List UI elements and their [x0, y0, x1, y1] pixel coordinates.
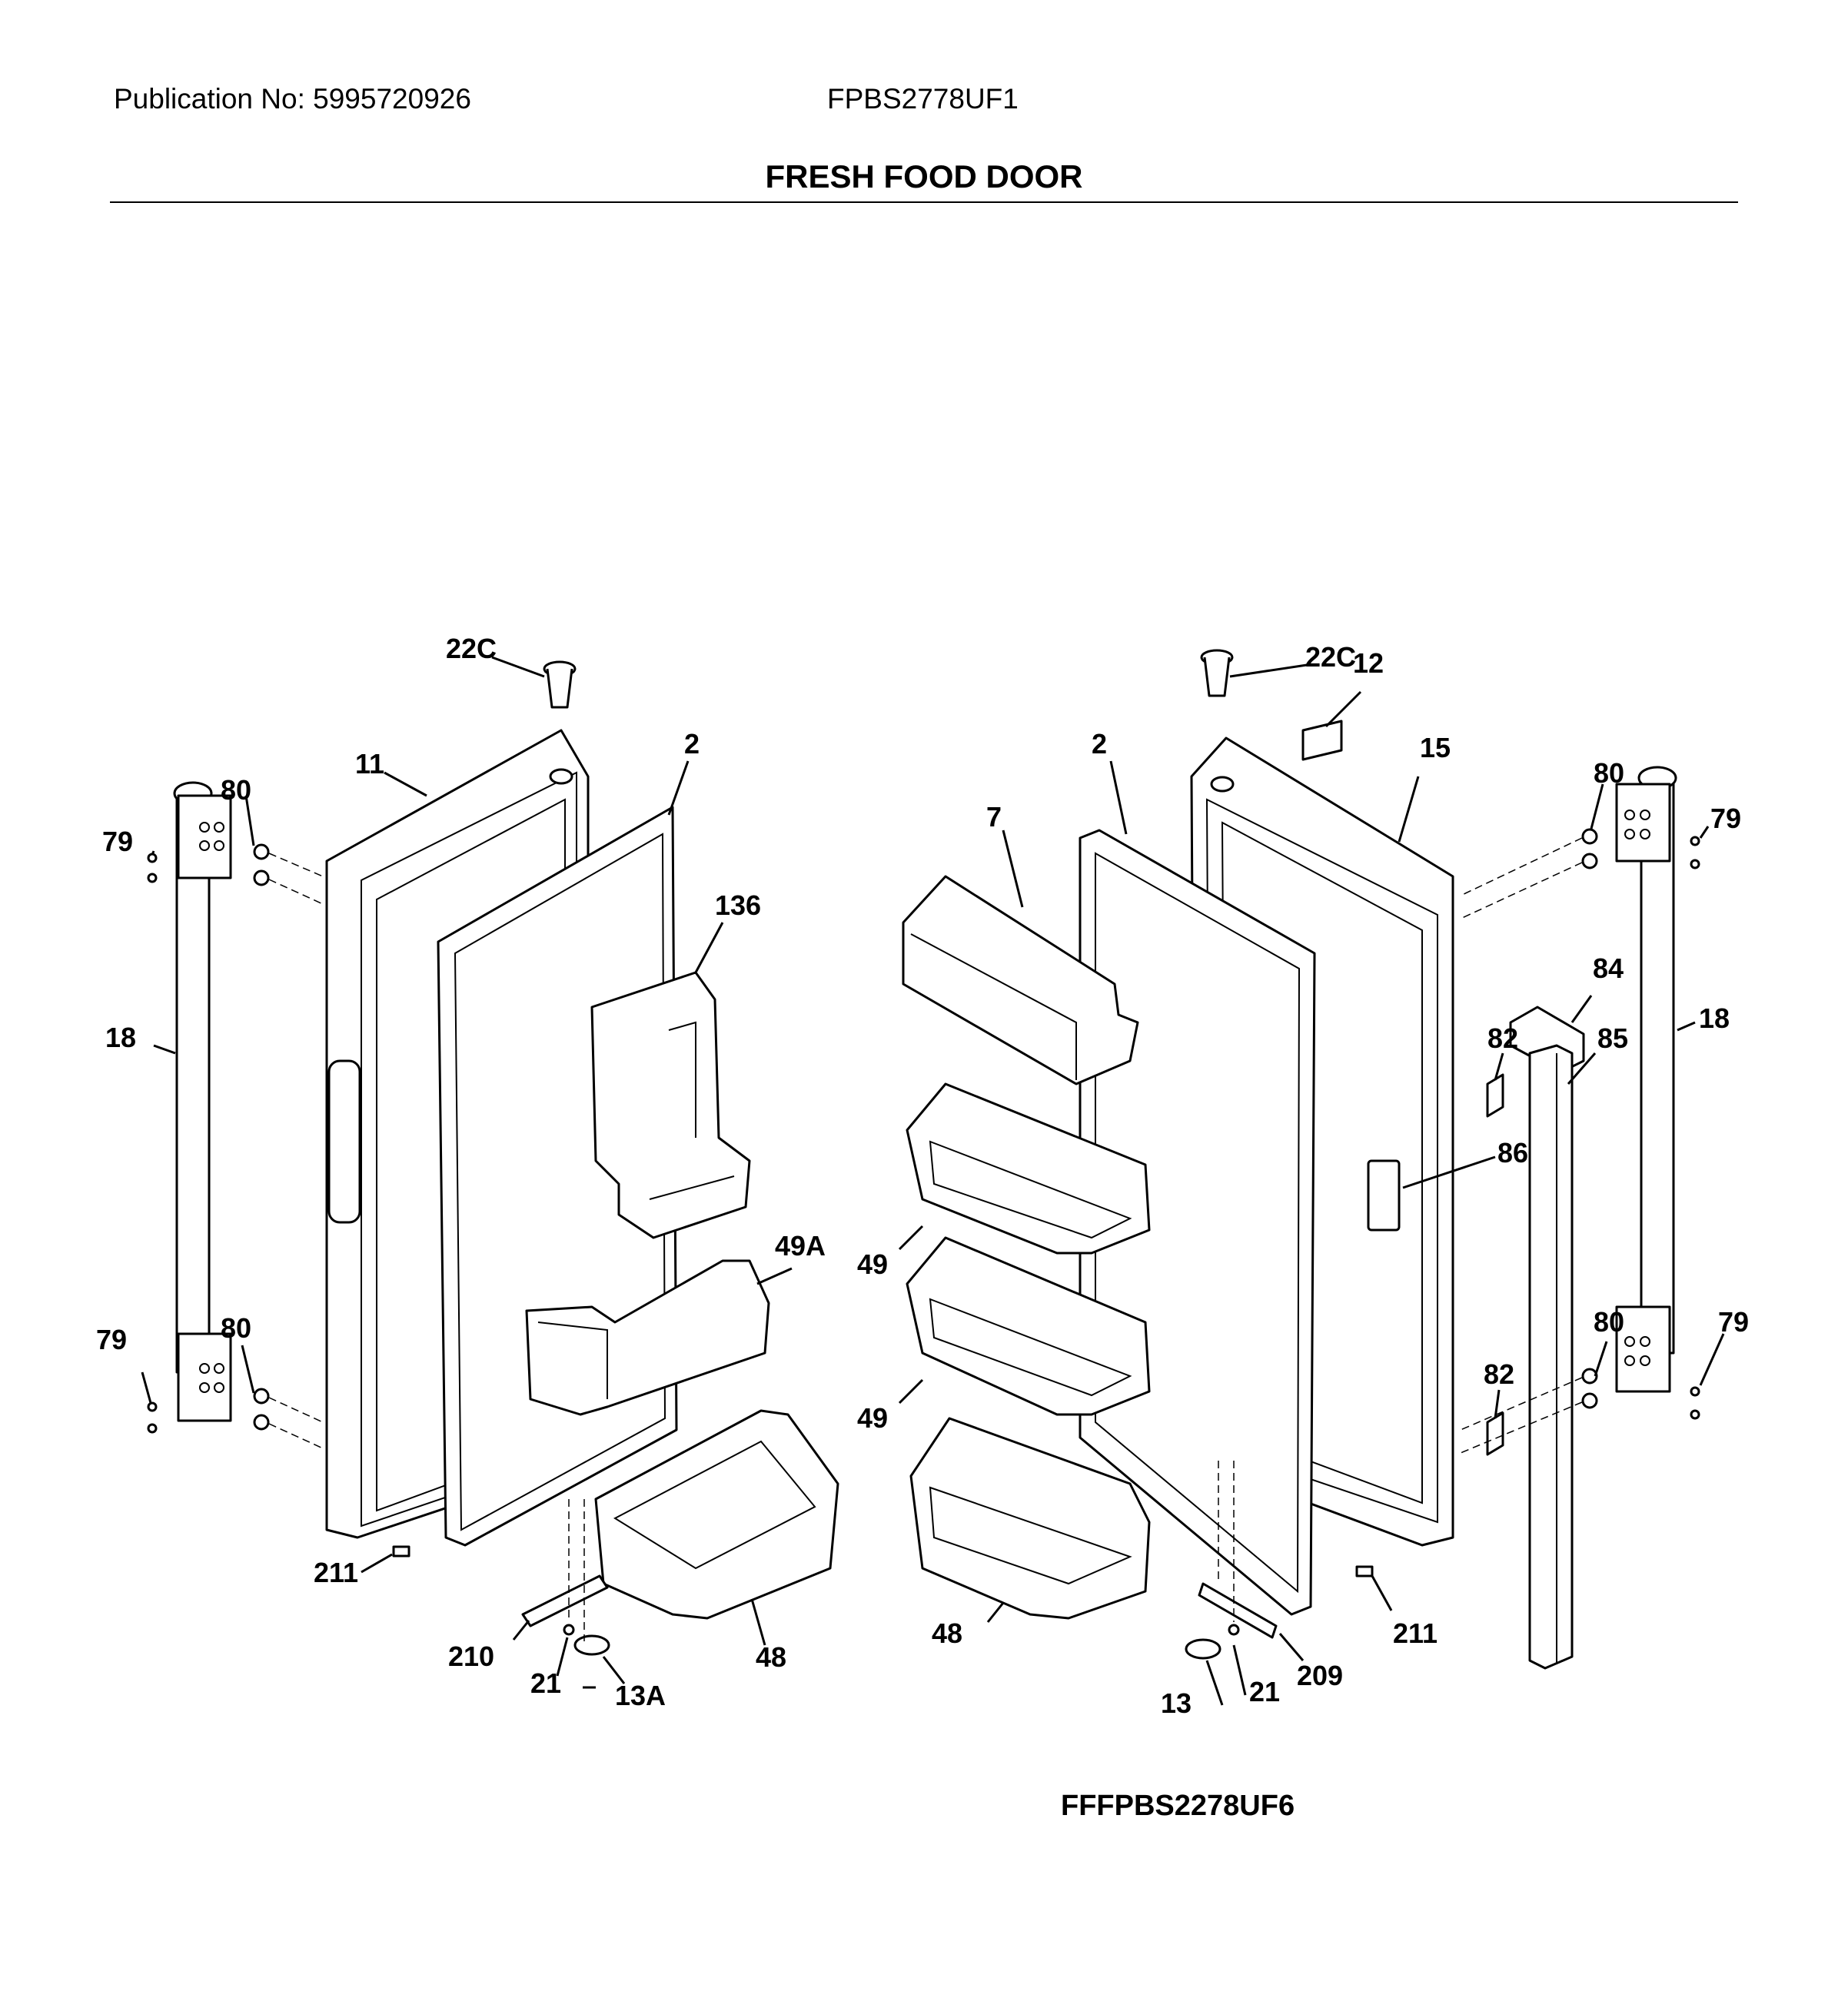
callout-79-bottom-right: 79: [1718, 1306, 1749, 1338]
vertical-mullion: [1528, 1044, 1574, 1670]
callout-12: 12: [1353, 647, 1384, 679]
callout-13a: 13A: [615, 1680, 666, 1711]
callout-49-bottom: 49: [857, 1402, 888, 1434]
callout-48-left: 48: [756, 1641, 786, 1673]
callout-49a: 49A: [775, 1230, 826, 1262]
right-bottom-hinge: [1185, 1461, 1278, 1660]
callout-48-right: 48: [932, 1617, 962, 1649]
left-door-bin-49a: [525, 1259, 770, 1416]
right-hinge-cap: [1200, 649, 1234, 697]
left-door-handle: [173, 781, 232, 1422]
callout-21-left: 21: [530, 1667, 561, 1699]
publication-number: Publication No: 5995720926: [114, 83, 471, 115]
right-door-bin-49-bottom: [906, 1236, 1151, 1416]
callout-13: 13: [1161, 1687, 1192, 1719]
left-door-stop: [392, 1545, 410, 1558]
left-hinge-cap: [543, 660, 577, 709]
callout-labels: 22C 11 2 136 49A 80 79 18 80 79 211 210 …: [96, 633, 1749, 1719]
right-dairy-bin: [902, 875, 1139, 1085]
callout-82-top: 82: [1487, 1022, 1518, 1054]
left-handle-screws: [147, 843, 324, 1449]
callout-80-bottom-right: 80: [1594, 1306, 1624, 1338]
callout-7: 7: [986, 801, 1002, 833]
callout-79-top-left: 79: [102, 826, 133, 857]
callout-79-bottom-left: 79: [96, 1324, 127, 1355]
callout-15: 15: [1420, 732, 1451, 763]
leader-lines: [141, 656, 1725, 1706]
callout-2-left: 2: [684, 728, 700, 760]
callout-211-right: 211: [1393, 1617, 1438, 1649]
callout-11: 11: [355, 748, 384, 780]
upper-clip: [1486, 1073, 1504, 1118]
lower-clip: [1486, 1411, 1504, 1456]
callout-18-right: 18: [1699, 1002, 1730, 1034]
callout-80-top-right: 80: [1594, 757, 1624, 789]
diagram-code: FFFPBS2278UF6: [1061, 1790, 1295, 1822]
callout-49-top: 49: [857, 1248, 888, 1280]
left-bottom-hinge: [521, 1499, 610, 1656]
callout-80-top-left: 80: [221, 774, 251, 806]
rating-label: [1301, 720, 1343, 761]
callout-210: 210: [448, 1641, 494, 1672]
callout-82-bottom: 82: [1484, 1358, 1514, 1390]
right-door-bin-48: [909, 1417, 1151, 1620]
model-number: FPBS2778UF1: [827, 83, 1019, 115]
header-divider: [110, 201, 1738, 203]
callout-80-bottom-left: 80: [221, 1312, 251, 1344]
right-handle-screws: [1460, 828, 1700, 1454]
left-tall-bin: [590, 971, 751, 1239]
callout-21-right: 21: [1249, 1676, 1280, 1707]
callout-22c-left: 22C: [446, 633, 497, 664]
left-door-bin-48: [594, 1409, 839, 1620]
callout-2-right: 2: [1092, 728, 1107, 760]
callout-79-top-right: 79: [1710, 803, 1741, 834]
right-door-stop: [1355, 1565, 1374, 1577]
callout-85: 85: [1597, 1022, 1628, 1054]
right-door-bin-49-top: [906, 1082, 1151, 1255]
callout-136: 136: [715, 889, 761, 921]
page-title: FRESH FOOD DOOR: [765, 158, 1083, 194]
callout-18-left: 18: [105, 1022, 136, 1053]
callout-86: 86: [1497, 1137, 1528, 1169]
callout-211-left: 211: [314, 1557, 358, 1588]
right-door-handle: [1615, 766, 1677, 1393]
callout-209: 209: [1297, 1660, 1343, 1691]
callout-22c-right: 22C: [1305, 641, 1356, 673]
callout-84: 84: [1593, 952, 1624, 984]
